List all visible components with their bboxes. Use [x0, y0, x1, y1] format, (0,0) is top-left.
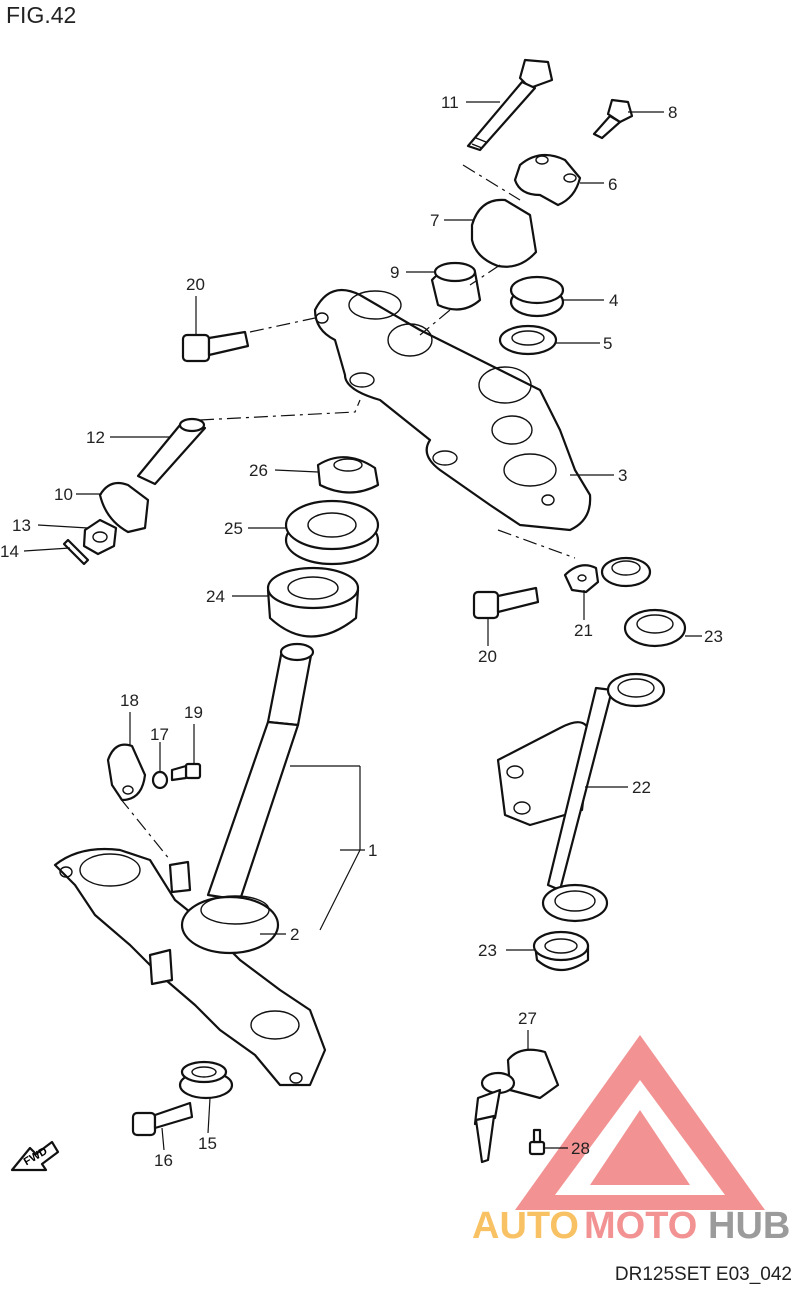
- hose-bracket-22: [496, 672, 666, 923]
- forward-arrow: FWD: [10, 1140, 60, 1172]
- callout-15: 15: [198, 1134, 217, 1153]
- steering-stem-1: [53, 642, 327, 1087]
- bolt-11: [466, 58, 554, 152]
- leader-lines: [23, 101, 702, 1151]
- clamp-18: [106, 743, 147, 802]
- bolt-20-lower: [472, 586, 540, 620]
- callout-2: 2: [290, 925, 299, 944]
- screw-28: [528, 1128, 546, 1156]
- callout-3: 3: [618, 466, 627, 485]
- bolt-16: [131, 1101, 194, 1137]
- handlebar-clamp-lower-7: [470, 198, 538, 268]
- ignition-switch-27: [473, 1048, 560, 1164]
- rod-12: [136, 417, 207, 486]
- callout-23-upper: 23: [704, 627, 723, 646]
- callout-11: 11: [441, 93, 459, 112]
- callout-26: 26: [249, 461, 268, 480]
- bolt-8: [592, 98, 634, 140]
- callout-9: 9: [390, 263, 399, 282]
- cotter-pin-14: [62, 538, 90, 566]
- callout-12: 12: [86, 428, 105, 447]
- callout-20-upper: 20: [186, 275, 205, 294]
- callout-17: 17: [150, 725, 169, 744]
- callout-1: 1: [368, 841, 377, 860]
- ring-nut-26: [316, 456, 380, 494]
- upper-bracket-3: [313, 288, 592, 532]
- bearing-24: [266, 566, 360, 638]
- callout-21: 21: [574, 621, 593, 640]
- callout-5: 5: [603, 334, 612, 353]
- callout-19: 19: [184, 703, 203, 722]
- callout-labels: 11 8 6 7 9 4 5 3 20 12 10 13 14 26 25 24…: [0, 93, 723, 1170]
- callout-18: 18: [120, 691, 139, 710]
- callout-8: 8: [668, 103, 677, 122]
- callout-27: 27: [518, 1009, 537, 1028]
- grommet-15: [178, 1060, 234, 1100]
- callout-14: 14: [0, 542, 19, 561]
- callout-24: 24: [206, 587, 225, 606]
- watermark-text-hub: HUB: [708, 1205, 790, 1247]
- callout-13: 13: [12, 516, 31, 535]
- washer-5: [498, 324, 558, 356]
- figure-title: FIG.42: [6, 2, 77, 28]
- callout-7: 7: [430, 211, 439, 230]
- nut-13: [82, 518, 118, 556]
- callout-10: 10: [54, 485, 73, 504]
- cushion-9: [430, 261, 482, 311]
- washer-17: [151, 770, 169, 790]
- callout-22: 22: [632, 778, 651, 797]
- callout-16: 16: [154, 1151, 173, 1170]
- cushion-10: [98, 481, 150, 534]
- callout-6: 6: [608, 175, 617, 194]
- callout-4: 4: [609, 291, 618, 310]
- callout-20-lower: 20: [478, 647, 497, 666]
- watermark-text-moto: MOTO: [584, 1205, 697, 1247]
- bolt-20-upper: [181, 330, 250, 363]
- screw-19: [170, 762, 202, 782]
- callout-28: 28: [571, 1139, 590, 1158]
- cap-4: [509, 275, 565, 318]
- diagram-code: DR125SET E03_042: [614, 1264, 792, 1285]
- grommet-23-upper: [600, 556, 687, 648]
- watermark-text-auto: AUTO: [472, 1205, 579, 1247]
- clamp-21: [563, 564, 600, 594]
- assembly-lines: [119, 164, 576, 861]
- dust-seal-25: [284, 499, 380, 566]
- grommet-23-lower: [532, 930, 590, 972]
- callout-25: 25: [224, 519, 243, 538]
- watermark-logo: AUTO MOTO HUB: [472, 1035, 790, 1247]
- handlebar-clamp-upper-6: [513, 153, 582, 207]
- callout-23-lower: 23: [478, 941, 497, 960]
